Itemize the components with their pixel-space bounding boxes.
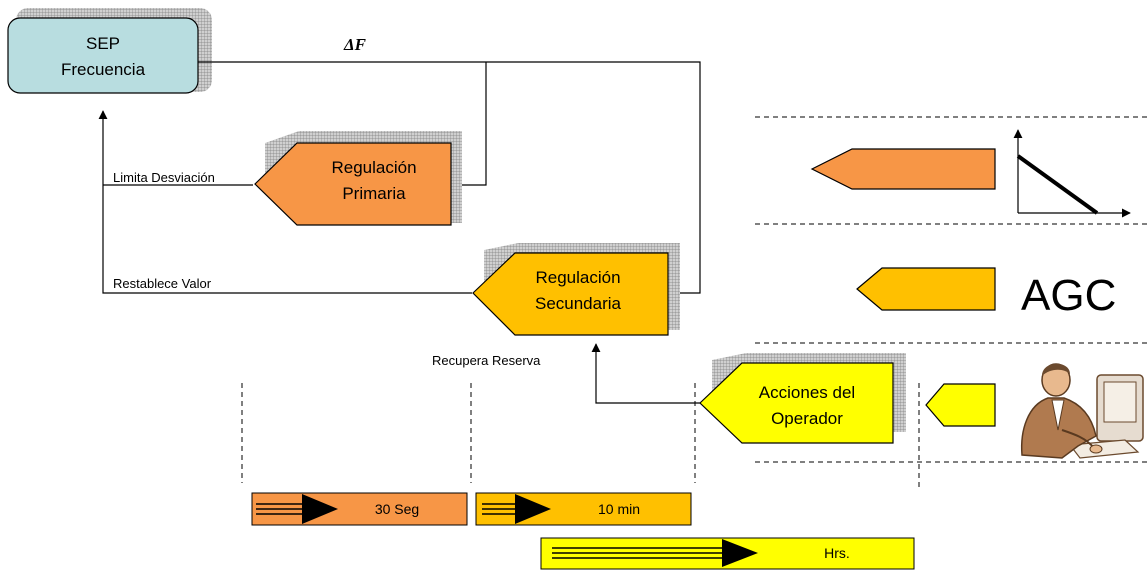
sep-frecuencia-block: SEP Frecuencia bbox=[7, 8, 212, 94]
primaria-line1: Regulación bbox=[331, 158, 416, 177]
connections bbox=[98, 61, 701, 404]
sep-line2: Frecuencia bbox=[61, 60, 146, 79]
agc-label: AGC bbox=[1021, 271, 1116, 320]
recupera-reserva-label: Recupera Reserva bbox=[432, 353, 541, 368]
operador-line2: Operador bbox=[771, 409, 843, 428]
timescale-bar-operador: Hrs. bbox=[540, 537, 915, 570]
sep-line1: SEP bbox=[86, 34, 120, 53]
timescale-hrs: Hrs. bbox=[824, 545, 850, 561]
acciones-operador-block: Acciones del Operador bbox=[699, 353, 906, 444]
restablece-valor-label: Restablece Valor bbox=[113, 276, 212, 291]
legend-primaria-shape bbox=[810, 148, 996, 190]
regulacion-secundaria-block: Regulación Secundaria bbox=[472, 243, 680, 336]
primaria-line2: Primaria bbox=[342, 184, 406, 203]
timescale-bar-secundaria: 10 min bbox=[475, 492, 692, 526]
legend-operador-shape bbox=[925, 383, 996, 427]
timescale-10min: 10 min bbox=[598, 501, 640, 517]
operator-at-computer-icon bbox=[1020, 363, 1144, 459]
dashed-separators bbox=[241, 116, 1147, 490]
limita-desviacion-label: Limita Desviación bbox=[113, 170, 215, 185]
operador-line1: Acciones del bbox=[759, 383, 855, 402]
secundaria-line1: Regulación bbox=[535, 268, 620, 287]
timescale-30seg: 30 Seg bbox=[375, 501, 419, 517]
timescale-bar-primaria: 30 Seg bbox=[251, 492, 468, 526]
regulacion-primaria-block: Regulación Primaria bbox=[254, 131, 462, 226]
legend-secundaria-shape bbox=[856, 267, 996, 311]
delta-f-label: ΔF bbox=[343, 35, 367, 54]
secundaria-line2: Secundaria bbox=[535, 294, 622, 313]
droop-characteristic-icon bbox=[1013, 129, 1131, 218]
